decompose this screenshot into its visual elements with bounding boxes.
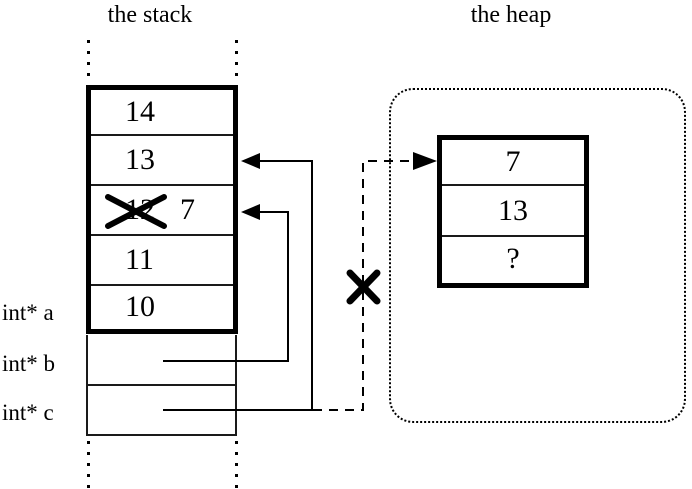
stack-cell-11: 11 [91, 236, 233, 286]
stack-cell-value: 14 [125, 95, 155, 128]
stack-cell-old-value: 12 [125, 193, 155, 226]
heap-cell-7: 7 [442, 140, 584, 186]
stack-slot-b [88, 335, 235, 386]
stack-title: the stack [107, 2, 193, 28]
heap-object-box: 7 13 ? [437, 135, 589, 288]
stack-cell-value: 11 [125, 243, 154, 276]
heap-cell-unknown: ? [506, 242, 520, 275]
stack-cell-10: 10 [91, 286, 233, 329]
stack-cell-new-value: 7 [180, 193, 195, 226]
stack-pointer-slots [86, 335, 237, 436]
stack-frame-box: 14 13 12 7 11 10 [86, 85, 238, 334]
stack-cell-value: 13 [125, 143, 155, 176]
stack-guide-dotted-line-top-left [87, 40, 90, 84]
stack-cell-value: 10 [125, 290, 155, 323]
stack-cell-12-crossed: 12 7 [91, 186, 233, 236]
var-label-a: int* a [2, 300, 54, 325]
stack-guide-dotted-line-top-right [235, 40, 238, 84]
var-label-b: int* b [2, 351, 56, 376]
heap-cell-13: 13 [442, 186, 584, 237]
stack-cell-14: 14 [91, 90, 233, 136]
stack-cell-13: 13 [91, 136, 233, 186]
stack-guide-dotted-line-bottom-right [235, 441, 238, 488]
stack-slot-c [88, 386, 235, 432]
arrowhead-left-icon [241, 204, 260, 220]
arrowhead-left-icon [241, 153, 260, 169]
heap-title: the heap [470, 2, 552, 28]
var-label-c: int* c [2, 400, 54, 425]
stack-guide-dotted-line-bottom-left [87, 441, 90, 488]
invalidated-pointer-x-mark-icon [346, 269, 381, 305]
